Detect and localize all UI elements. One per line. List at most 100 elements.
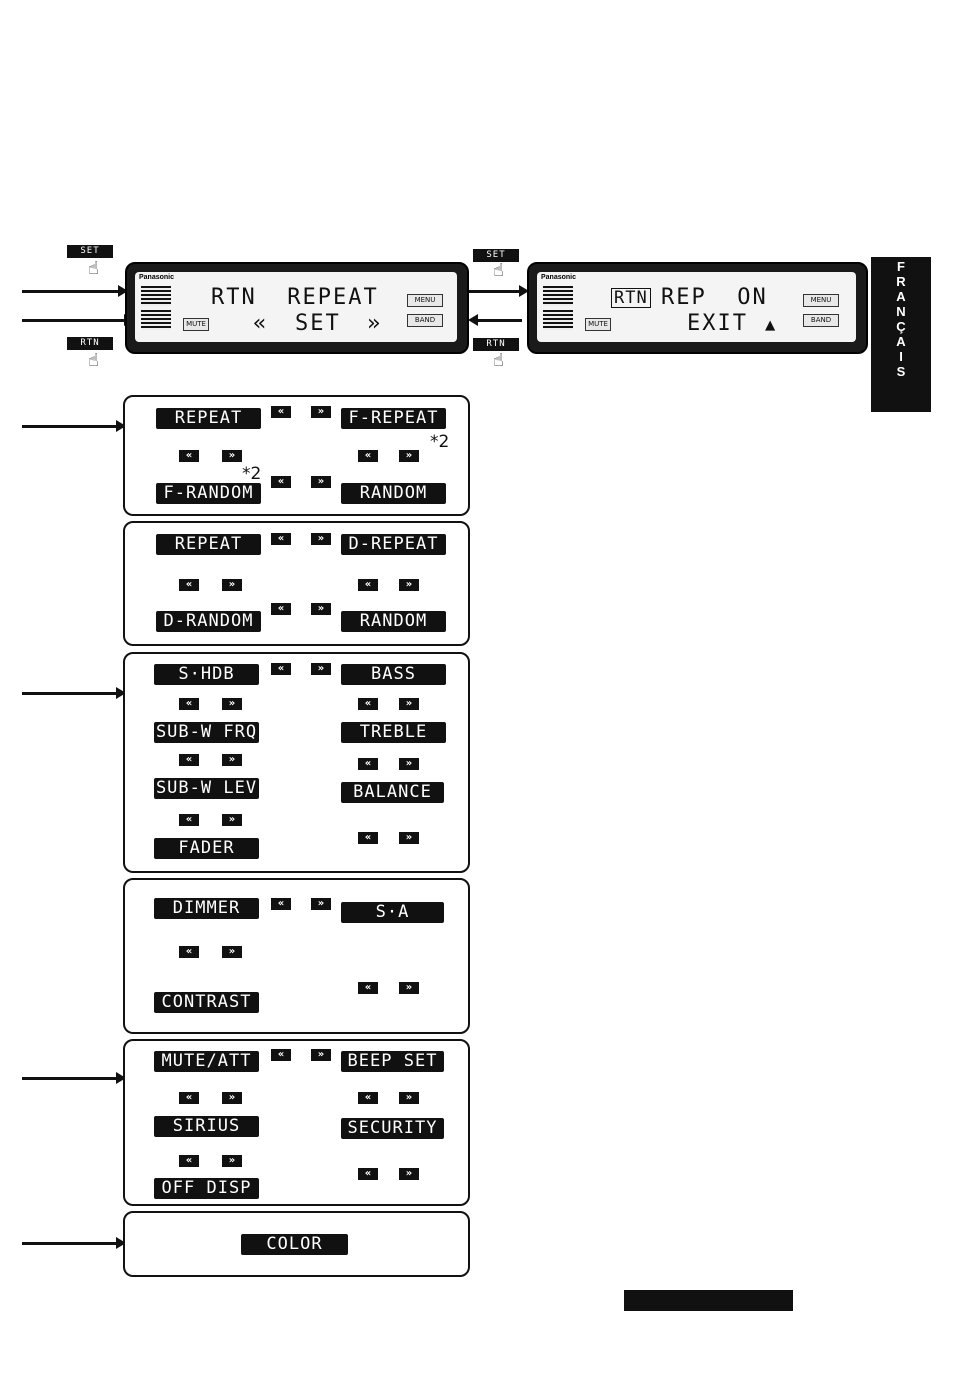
mute-button[interactable]: MUTE	[183, 318, 209, 331]
set-key[interactable]: SET	[67, 245, 113, 258]
brand-label: Panasonic	[139, 274, 175, 281]
left-key-icon: «	[179, 1155, 199, 1167]
menu-item-f-repeat[interactable]: F-REPEAT	[341, 408, 446, 429]
band-button[interactable]: BAND	[803, 314, 839, 327]
menu-item-sub-w-lev[interactable]: SUB-W LEV	[154, 778, 259, 799]
left-key-icon: «	[358, 1092, 378, 1104]
vol-up-icon	[543, 286, 573, 306]
vol-down-icon	[543, 310, 573, 330]
redaction-bar	[624, 1290, 793, 1311]
left-key-icon: «	[358, 698, 378, 710]
menu-item-security[interactable]: SECURITY	[341, 1118, 444, 1139]
lcd-rtn-box: RTN	[611, 288, 651, 308]
mute-button[interactable]: MUTE	[585, 318, 611, 331]
set-key-2[interactable]: SET	[473, 249, 519, 262]
arrow-right-icon	[22, 1072, 126, 1084]
radio-display-unit-2: Panasonic MUTE RTN REP ON EXIT ▲ MENU BA…	[527, 262, 868, 354]
menu-button[interactable]: MENU	[803, 294, 839, 307]
menu-item-f-random[interactable]: F-RANDOM	[156, 483, 261, 504]
tab-letter: N	[896, 304, 906, 319]
menu-item-bass[interactable]: BASS	[341, 664, 446, 685]
menu-item-color[interactable]: COLOR	[241, 1234, 348, 1255]
left-key-icon: «	[271, 898, 291, 910]
right-key-icon: »	[311, 1049, 331, 1061]
lcd-bottom-line: EXIT	[687, 311, 748, 336]
menu-item-random[interactable]: RANDOM	[341, 611, 446, 632]
left-key-icon: «	[179, 698, 199, 710]
right-key-icon: »	[399, 698, 419, 710]
left-key-icon: «	[358, 579, 378, 591]
arrow-right-icon	[22, 687, 126, 699]
left-key-icon: «	[358, 1168, 378, 1180]
left-key-icon: «	[358, 832, 378, 844]
menu-item-d-random[interactable]: D-RANDOM	[156, 611, 261, 632]
arrow-right-icon	[22, 1237, 126, 1249]
language-tab: F R A N Ç A I S	[871, 257, 931, 412]
hand-pointer-icon: ☝	[88, 350, 99, 371]
lcd-bottom-line: SET	[295, 311, 341, 336]
menu-item-sirius[interactable]: SIRIUS	[154, 1116, 259, 1137]
tab-letter: F	[897, 259, 905, 274]
right-key-icon: »	[311, 406, 331, 418]
tab-letter: A	[896, 289, 906, 304]
menu-item-treble[interactable]: TREBLE	[341, 722, 446, 743]
menu-item-contrast[interactable]: CONTRAST	[154, 992, 259, 1013]
arrow-right-icon	[22, 420, 126, 432]
menu-item-s-hdb[interactable]: S·HDB	[154, 664, 259, 685]
right-key-icon: »	[399, 832, 419, 844]
right-key-icon: »	[222, 450, 242, 462]
arrow-right-icon	[467, 285, 529, 297]
footnote-mark: *2	[430, 432, 450, 452]
lcd-screen: Panasonic MUTE RTN REPEAT « SET » MENU B…	[135, 272, 457, 342]
menu-item-balance[interactable]: BALANCE	[341, 782, 444, 803]
right-key-icon: »	[311, 533, 331, 545]
menu-button[interactable]: MENU	[407, 294, 443, 307]
right-key-icon: »	[222, 754, 242, 766]
menu-item-sub-w-frq[interactable]: SUB-W FRQ	[154, 722, 259, 743]
menu-item-s-a[interactable]: S·A	[341, 902, 444, 923]
menu-item-fader[interactable]: FADER	[154, 838, 259, 859]
right-key-icon: »	[399, 579, 419, 591]
right-key-icon: »	[311, 898, 331, 910]
rtn-key[interactable]: RTN	[67, 337, 113, 350]
right-key-icon: »	[222, 946, 242, 958]
menu-item-dimmer[interactable]: DIMMER	[154, 898, 259, 919]
lcd-left-arrows: «	[253, 311, 269, 336]
arrow-left-icon	[468, 314, 522, 326]
right-key-icon: »	[311, 663, 331, 675]
menu-item-random[interactable]: RANDOM	[341, 483, 446, 504]
left-key-icon: «	[179, 579, 199, 591]
right-key-icon: »	[222, 698, 242, 710]
right-key-icon: »	[399, 450, 419, 462]
left-key-icon: «	[271, 663, 291, 675]
lcd-top-line: REP ON	[661, 285, 768, 310]
left-key-icon: «	[271, 406, 291, 418]
menu-item-d-repeat[interactable]: D-REPEAT	[341, 534, 446, 555]
tab-letter: I	[899, 349, 903, 364]
menu-item-repeat[interactable]: REPEAT	[156, 534, 261, 555]
left-key-icon: «	[271, 603, 291, 615]
hand-pointer-icon: ☝	[88, 258, 99, 279]
left-key-icon: «	[179, 946, 199, 958]
right-key-icon: »	[311, 476, 331, 488]
hand-pointer-icon: ☝	[493, 350, 504, 371]
rtn-key-2[interactable]: RTN	[473, 338, 519, 351]
right-key-icon: »	[222, 1092, 242, 1104]
lcd-top-line: RTN REPEAT	[211, 285, 379, 310]
right-key-icon: »	[399, 758, 419, 770]
hand-pointer-icon: ☝	[493, 260, 504, 281]
menu-item-mute-att[interactable]: MUTE/ATT	[154, 1051, 259, 1072]
band-button[interactable]: BAND	[407, 314, 443, 327]
menu-item-beep-set[interactable]: BEEP SET	[341, 1051, 444, 1072]
lcd-right-arrows: »	[367, 311, 383, 336]
menu-item-off-disp[interactable]: OFF DISP	[154, 1178, 259, 1199]
radio-display-unit: Panasonic MUTE RTN REPEAT « SET » MENU B…	[125, 262, 469, 354]
tab-letter: A	[896, 334, 906, 349]
right-key-icon: »	[311, 603, 331, 615]
menu-item-repeat[interactable]: REPEAT	[156, 408, 261, 429]
tab-letter: S	[896, 364, 906, 379]
left-key-icon: «	[179, 754, 199, 766]
left-key-icon: «	[271, 476, 291, 488]
vol-up-icon	[141, 286, 171, 306]
left-key-icon: «	[179, 814, 199, 826]
